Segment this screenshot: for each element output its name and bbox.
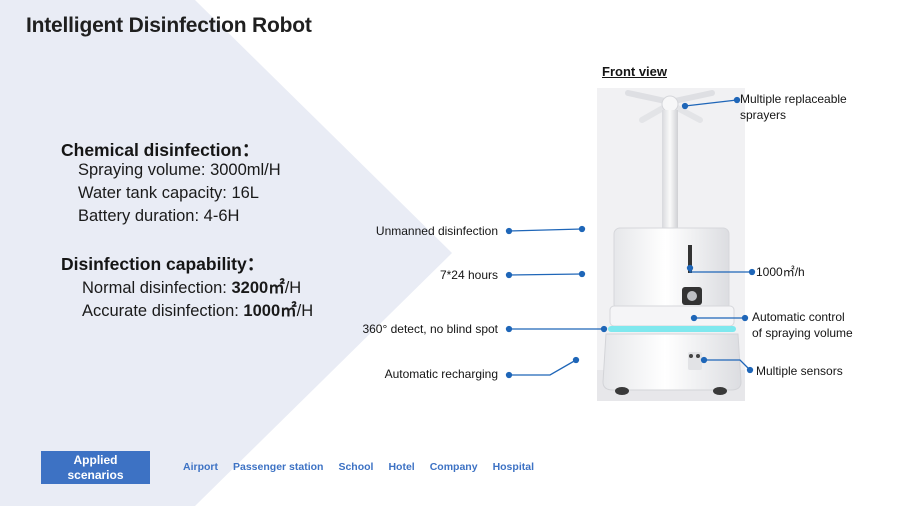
normal-value: 3200㎡ [231, 279, 285, 297]
normal-prefix: Normal disinfection: [82, 279, 232, 297]
callout-sprayers: Multiple replaceable sprayers [740, 91, 847, 123]
chemical-heading: Chemical disinfection： [61, 140, 260, 160]
accurate-value: 1000㎡ [243, 302, 297, 320]
robot-tank [613, 227, 730, 311]
callout-lines-left [505, 225, 608, 379]
sprayer-head [625, 90, 715, 123]
callout-sprayers-line2: sprayers [740, 108, 787, 122]
callout-360-detect: 360° detect, no blind spot [362, 322, 498, 336]
callout-control-line1: Automatic control [752, 310, 845, 324]
scenario-airport[interactable]: Airport [183, 461, 218, 473]
spec-battery: Battery duration: 4-6H [78, 207, 240, 225]
callout-7x24: 7*24 hours [439, 268, 498, 282]
spec-normal-disinfection: Normal disinfection: 3200㎡/H [82, 274, 301, 298]
spec-spraying-volume: Spraying volume: 3000ml/H [78, 161, 281, 179]
applied-scenarios-button[interactable]: Applied scenarios [41, 451, 150, 484]
accurate-prefix: Accurate disinfection: [82, 302, 244, 320]
scenario-school[interactable]: School [338, 461, 374, 473]
accurate-unit: /H [296, 302, 314, 320]
applied-line2: scenarios [67, 467, 124, 482]
led-ring [608, 326, 736, 332]
applied-line1: Applied [73, 452, 118, 467]
callout-sensors: Multiple sensors [756, 364, 843, 378]
spec-water-tank: Water tank capacity: 16L [78, 184, 259, 202]
callout-lines-right [681, 96, 756, 374]
callout-sprayers-line1: Multiple replaceable [740, 92, 847, 106]
normal-unit: /H [284, 279, 302, 297]
page-title: Intelligent Disinfection Robot [26, 14, 312, 37]
spec-accurate-disinfection: Accurate disinfection: 1000㎡/H [82, 297, 313, 321]
robot-pole [662, 110, 678, 230]
front-view-label: Front view [602, 64, 668, 79]
callout-spray-control: Automatic control of spraying volume [752, 309, 853, 341]
capability-heading: Disinfection capability： [61, 254, 265, 274]
scenario-list: Airport Passenger station School Hotel C… [183, 461, 534, 473]
callout-area: 1000㎡/h [756, 265, 805, 279]
callout-recharging: Automatic recharging [384, 367, 498, 381]
callout-unmanned: Unmanned disinfection [375, 224, 498, 238]
callout-control-line2: of spraying volume [752, 326, 853, 340]
scenario-company[interactable]: Company [429, 461, 478, 473]
scenario-hotel[interactable]: Hotel [388, 461, 415, 473]
scenario-passenger-station[interactable]: Passenger station [233, 461, 324, 473]
robot-base [602, 333, 742, 391]
scenario-hospital[interactable]: Hospital [492, 461, 534, 473]
